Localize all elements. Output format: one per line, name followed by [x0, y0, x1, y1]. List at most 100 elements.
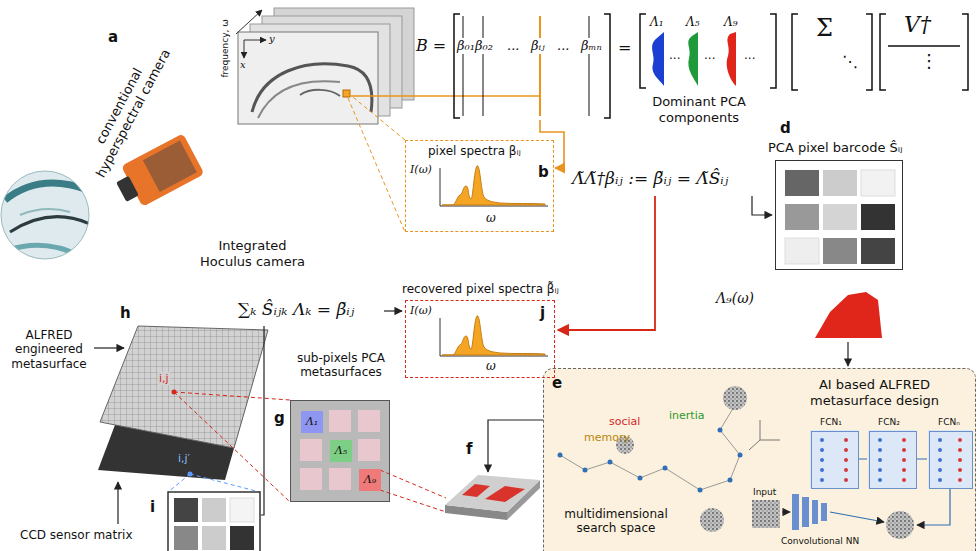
- sum-arrow: [384, 310, 402, 311]
- drawing-part: [830, 512, 884, 522]
- node-text: I(ω): [410, 304, 432, 317]
- drawing-part: [878, 468, 882, 472]
- drawing-part: [723, 386, 747, 410]
- node-text: AI based ALFRED metasurface design: [782, 377, 967, 408]
- panel-letter: h: [120, 304, 131, 322]
- drawing-part: [604, 14, 610, 118]
- drawing-part: [861, 204, 895, 230]
- node-text: inertia: [669, 409, 704, 422]
- drawing-part: [820, 448, 824, 452]
- drawing-part: [820, 468, 824, 472]
- ellipsis: ⋮: [920, 50, 938, 72]
- drawing-part: [938, 448, 942, 452]
- matrix-symbol: V†: [904, 12, 931, 38]
- drawing-part: [663, 466, 668, 471]
- node-text: βₘₙ: [580, 38, 603, 54]
- drawing-part: [94, 347, 124, 348]
- drawing-part: [785, 204, 819, 230]
- node-text: memory: [584, 431, 630, 444]
- drawing-part: [820, 458, 824, 462]
- axis-label: x: [240, 59, 246, 71]
- panel-letter: a: [108, 28, 118, 46]
- equals-sign: =: [618, 38, 631, 57]
- drawing-part: [878, 448, 882, 452]
- node-text: Λ₉: [359, 473, 381, 486]
- drawing-part: [844, 438, 848, 442]
- drawing-part: [823, 170, 857, 196]
- drawing-part: [938, 438, 942, 442]
- drawing-part: [168, 492, 260, 551]
- drawing-part: [861, 238, 895, 264]
- drawing-part: [348, 93, 405, 140]
- node-text: e: [552, 374, 562, 392]
- drawing-part: [698, 488, 703, 493]
- drawing-part: [174, 526, 198, 550]
- drawing-part: [823, 204, 857, 230]
- drawing-part: [351, 95, 540, 97]
- drawing-part: [300, 410, 380, 490]
- panel-letter: f: [466, 440, 473, 458]
- pixel-index: i,j: [158, 372, 170, 385]
- component-shape: [815, 292, 882, 338]
- ellipsis: ⋱: [842, 52, 858, 71]
- ellipsis: ...: [744, 48, 755, 62]
- subpixel-cell: Λ₅: [330, 440, 352, 462]
- part-label: CCD sensor matrix: [20, 528, 133, 542]
- drawing-part: [558, 453, 563, 458]
- camera-layers: [94, 326, 290, 551]
- drawing-part: [958, 458, 962, 462]
- drawing-part: [938, 468, 942, 472]
- equation: ∑ₖ Ŝᵢⱼₖ Λₖ = β̃ᵢⱼ: [238, 299, 354, 319]
- ellipsis: ...: [704, 48, 715, 62]
- drawing-part: [938, 458, 942, 462]
- subpixel-panel: sub-pixels PCA metasurfacesgΛ₁Λ₅Λ₉: [290, 400, 390, 502]
- matrix-symbol: B =: [416, 36, 446, 55]
- drawing-part: [244, 40, 266, 41]
- drawing-part: [640, 14, 776, 88]
- drawing-part: [958, 468, 962, 472]
- drawing-part: [902, 478, 906, 482]
- drawing-part: [358, 410, 380, 432]
- drawing-part: [300, 90, 340, 96]
- drawing-part: [812, 500, 818, 524]
- drawing-part: [820, 438, 824, 442]
- drawing-part: [902, 438, 906, 442]
- node-text: Λ₅: [330, 444, 352, 457]
- network-block: FCN₁: [811, 431, 859, 489]
- panel-letter: i: [150, 498, 155, 516]
- drawing-part: [886, 511, 914, 539]
- drawing-part: [792, 494, 799, 530]
- node-text: recovered pixel spectra β̃ᵢⱼ: [402, 282, 559, 296]
- drawing-part: [727, 32, 736, 86]
- drawing-part: [454, 14, 460, 118]
- component-label: Λ₁: [650, 15, 663, 29]
- node-text: Λ₁: [301, 415, 323, 428]
- barcode-panel: PCA pixel barcode Ŝᵢⱼd: [775, 160, 903, 270]
- micrograph-rim: [1, 171, 89, 259]
- drawing-part: [463, 16, 589, 116]
- hyperspectral-stack: [236, 8, 540, 232]
- node-text: d: [780, 119, 791, 137]
- drawing-part: [752, 500, 780, 528]
- drawing-part: [878, 438, 882, 442]
- node-text: βᵢⱼ: [530, 38, 546, 54]
- drawing-part: [174, 392, 290, 502]
- drawing-part: [238, 32, 378, 124]
- drawing-part: [300, 468, 322, 490]
- axis-label: frequency, ω: [220, 8, 231, 88]
- network-block: FCNₙ: [929, 431, 973, 489]
- node-text: b: [538, 163, 549, 181]
- node-text: ω: [486, 211, 496, 225]
- component-label: Λ₉(ω): [716, 290, 754, 307]
- drawing-part: [329, 410, 351, 432]
- part-label: ALFRED engineered metasurface: [6, 328, 92, 371]
- design-ground: [543, 368, 976, 551]
- drawing-part: [560, 405, 740, 490]
- subpixel-grid: [290, 400, 446, 512]
- node-text: j: [540, 304, 545, 322]
- drawing-part: [10, 217, 90, 232]
- node-text: Convolutional NN: [781, 536, 859, 547]
- node-text: I(ω): [410, 163, 432, 176]
- node-text: PCA pixel barcode Ŝᵢⱼ: [768, 140, 902, 156]
- drawing-part: [785, 238, 819, 264]
